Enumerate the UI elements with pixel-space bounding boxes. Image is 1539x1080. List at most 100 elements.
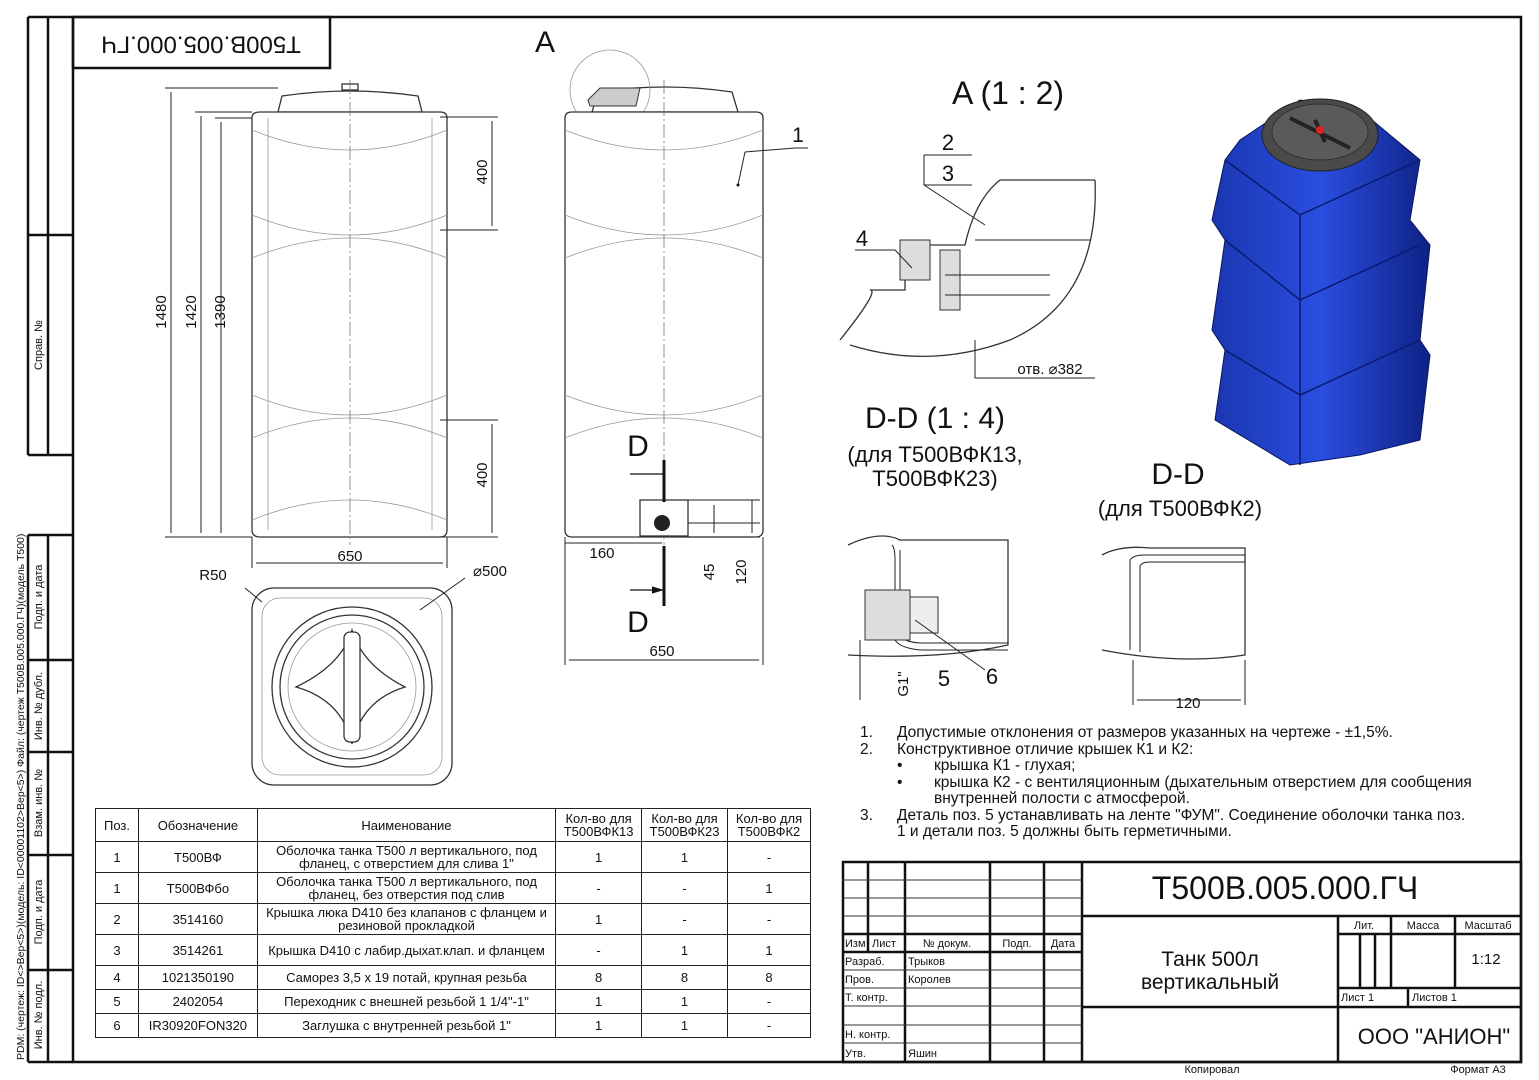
technical-notes: 1.Допустимые отклонения от размеров указ… — [860, 724, 1480, 841]
side-label: Взам. инв. № — [33, 769, 45, 837]
left-strip: Справ. № Подп. и дата Инв. № дубл. Взам.… — [15, 15, 73, 1064]
title-name-line1: Танк 500л — [1161, 948, 1258, 971]
dim-400-top: 400 — [474, 159, 491, 184]
dim-160: 160 — [589, 545, 614, 562]
cell-name: Крышка D410 с лабир.дыхат.клап. и фланце… — [256, 934, 557, 966]
role-label: Пров. — [845, 974, 874, 986]
note-number: 3. — [860, 806, 873, 824]
col-header-sign: Подп. — [1002, 938, 1031, 950]
cell-qty-k23: 1 — [641, 841, 729, 873]
title-block: Т500В.005.000.ГЧ Танк 500л вертикальный … — [841, 860, 1523, 1076]
cell-pos: 1 — [95, 841, 139, 873]
note-bullet: • крышка К2 - с вентиляционным (дыхательн… — [860, 773, 1480, 808]
front-view: 1480 1420 1390 400 400 650 — [153, 80, 498, 568]
cell-qty-k13: 8 — [555, 965, 643, 990]
sheets-total: Листов 1 — [1412, 992, 1457, 1004]
cell-designation: 1021350190 — [137, 965, 258, 990]
cell-pos: 5 — [95, 989, 139, 1014]
lit-label: Лит. — [1354, 920, 1374, 932]
inverted-code-box — [71, 15, 332, 70]
cell-qty-k13: 1 — [555, 1013, 643, 1038]
bullet-mark: • — [897, 757, 903, 774]
section-dd2-title: D-D — [1151, 458, 1204, 491]
cell-qty-k13: - — [555, 872, 643, 904]
copied-label: Копировал — [1184, 1064, 1239, 1076]
sheet-border — [71, 15, 1523, 1064]
view-a-label: A — [535, 26, 555, 59]
mass-label: Масса — [1407, 920, 1440, 932]
title-name-line2: вертикальный — [1141, 971, 1279, 994]
dim-1390: 1390 — [212, 295, 229, 328]
cell-name: Крышка люка D410 без клапанов с фланцем … — [256, 903, 557, 935]
section-dd1-subtitle2: Т500ВФК23) — [872, 466, 997, 491]
dim-650-side: 650 — [649, 643, 674, 660]
cell-qty-k13: 1 — [555, 903, 643, 935]
section-d-bottom: D — [627, 606, 649, 639]
side-view: A 1 D D 160 45 120 650 — [535, 26, 808, 665]
section-dd1-title: D-D (1 : 4) — [865, 402, 1005, 435]
cell-pos: 2 — [95, 903, 139, 935]
cell-designation: IR30920FON320 — [137, 1013, 258, 1038]
pos-3-label: 3 — [942, 161, 954, 186]
col-designation: Обозначение — [137, 808, 258, 842]
section-dd-1-4: D-D (1 : 4) (для Т500ВФК13, Т500ВФК23) G… — [847, 402, 1023, 700]
section-dd1-subtitle1: (для Т500ВФК13, — [847, 442, 1022, 467]
table-header-row: Поз. Обозначение Наименование Кол-во для… — [95, 808, 811, 842]
cell-qty-k2: - — [727, 903, 811, 935]
cell-qty-k2: 1 — [727, 934, 811, 966]
pos-5-label: 5 — [938, 666, 950, 691]
person-name: Яшин — [908, 1048, 937, 1060]
col-header-doc: № докум. — [923, 938, 971, 950]
col-qty-k23: Кол-во для Т500ВФК23 — [641, 808, 729, 842]
cell-pos: 3 — [95, 934, 139, 966]
section-dd: D-D (для Т500ВФК2) 120 — [1098, 458, 1262, 712]
cell-pos: 4 — [95, 965, 139, 990]
title-code: Т500В.005.000.ГЧ — [1152, 870, 1418, 906]
role-label: Разраб. — [845, 956, 885, 968]
detail-a: A (1 : 2) 2 3 4 отв. ⌀382 — [839, 75, 1096, 379]
cell-designation: 3514160 — [137, 903, 258, 935]
cell-qty-k23: 1 — [641, 989, 729, 1014]
cell-qty-k2: - — [727, 989, 811, 1014]
note-bullet: •крышка К1 - глухая; — [860, 757, 1480, 775]
cell-designation: 3514261 — [137, 934, 258, 966]
note-text: Деталь поз. 5 устанавливать на ленте "ФУ… — [897, 806, 1466, 840]
cell-qty-k23: 8 — [641, 965, 729, 990]
col-name: Наименование — [256, 808, 557, 842]
col-qty-k2: Кол-во для Т500ВФК2 — [727, 808, 811, 842]
tank-3d-render — [1211, 98, 1431, 466]
note-item: 3. Деталь поз. 5 устанавливать на ленте "… — [860, 806, 1480, 841]
cell-qty-k2: - — [727, 1013, 811, 1038]
cell-pos: 1 — [95, 872, 139, 904]
section-d-top: D — [627, 430, 649, 463]
format-label: Формат А3 — [1450, 1064, 1506, 1076]
pos-1-label: 1 — [792, 124, 804, 147]
dim-400-bottom: 400 — [474, 462, 491, 487]
dim-d500: ⌀500 — [473, 563, 507, 580]
cell-qty-k13: 1 — [555, 989, 643, 1014]
dim-1420: 1420 — [183, 295, 200, 328]
cell-name: Оболочка танка Т500 л вертикального, под… — [256, 872, 557, 904]
cell-qty-k2: 8 — [727, 965, 811, 990]
note-item: 1.Допустимые отклонения от размеров указ… — [860, 724, 1480, 742]
inverted-code: Т500В.005.000.ГЧ — [101, 31, 301, 58]
note-item: 2.Конструктивное отличие крышек К1 и К2: — [860, 741, 1480, 759]
cell-name: Заглушка с внутренней резьбой 1" — [256, 1013, 557, 1038]
cell-name: Переходник с внешней резьбой 1 1/4"-1" — [256, 989, 557, 1014]
col-header-list: Лист — [872, 938, 896, 950]
bullet-text: крышка К2 - с вентиляционным (дыхательны… — [934, 773, 1472, 807]
bullet-mark: • — [897, 773, 903, 791]
cell-qty-k23: 1 — [641, 1013, 729, 1038]
hole-diameter: отв. ⌀382 — [1017, 361, 1082, 378]
dim-650-front: 650 — [337, 548, 362, 565]
dim-45: 45 — [701, 564, 718, 581]
dim-120-dd: 120 — [1175, 695, 1200, 712]
role-label: Утв. — [845, 1048, 866, 1060]
scale-label: Масштаб — [1464, 920, 1511, 932]
